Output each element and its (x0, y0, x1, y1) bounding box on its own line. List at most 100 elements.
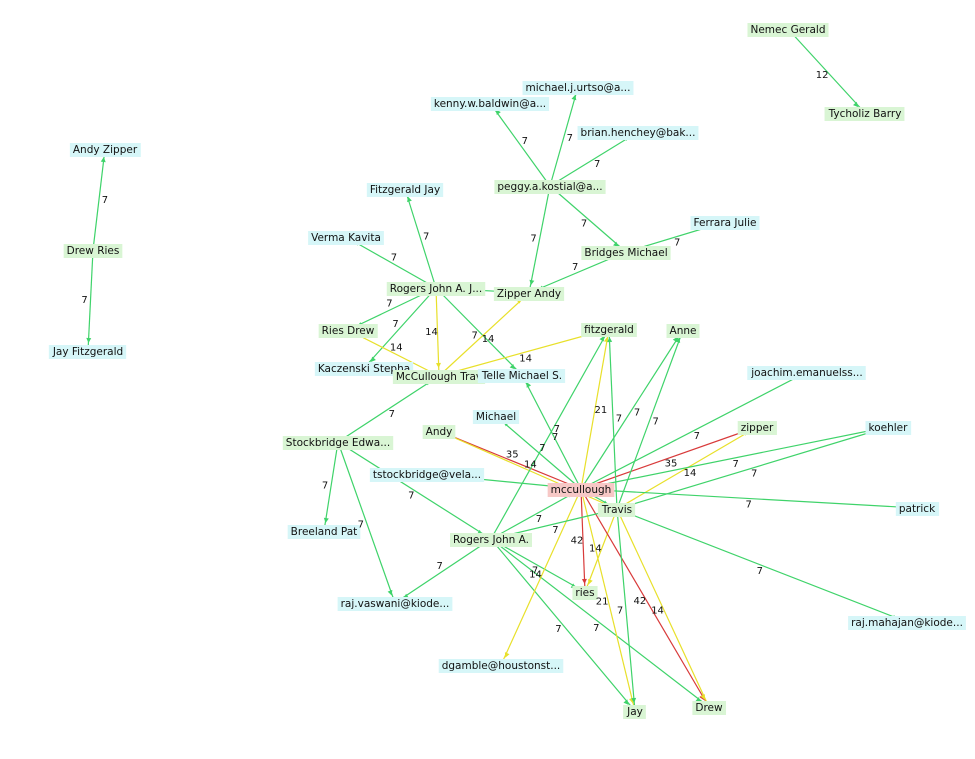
node-koehler[interactable]: koehler (865, 421, 912, 435)
node-anne[interactable]: Anne (666, 324, 700, 338)
node-bridges[interactable]: Bridges Michael (581, 246, 671, 260)
edge-arrowhead (529, 279, 535, 286)
node-zipperandy[interactable]: Zipper Andy (493, 287, 565, 301)
edge-stockbridge-mccullough_trav (337, 375, 440, 443)
node-breeland[interactable]: Breeland Pat (287, 525, 361, 539)
edge-travis-anne (616, 329, 684, 510)
node-drew[interactable]: Drew (692, 701, 727, 715)
node-fitzjay[interactable]: Fitzgerald Jay (366, 183, 444, 197)
edge-arrowhead (100, 156, 106, 163)
node-mahajan[interactable]: raj.mahajan@kiode... (848, 616, 966, 630)
node-baldwin[interactable]: kenny.w.baldwin@a... (430, 97, 550, 111)
node-nemec[interactable]: Nemec Gerald (747, 23, 829, 37)
node-andy[interactable]: Andy (422, 425, 456, 439)
node-label: ries (575, 587, 594, 599)
node-background (692, 701, 727, 715)
node-tycholiz[interactable]: Tycholiz Barry (824, 107, 905, 121)
node-joachim[interactable]: joachim.emanuelss... (747, 366, 866, 380)
node-background (369, 468, 485, 482)
node-mccullough_trav[interactable]: McCullough Trav (392, 370, 486, 384)
node-zipper[interactable]: zipper (737, 421, 777, 435)
node-kostial[interactable]: peggy.a.kostial@a... (494, 180, 606, 194)
edge-mccullough-anne (580, 329, 684, 490)
edge-weight-label: 7 (694, 431, 700, 442)
node-kaczenski[interactable]: Kaczenski Stepha (314, 362, 414, 376)
node-jay[interactable]: Jay (623, 705, 646, 719)
edge-drewries-jayfitz (87, 249, 94, 352)
node-stockbridge[interactable]: Stockbridge Edwa... (282, 436, 394, 450)
node-telle[interactable]: Telle Michael S. (477, 369, 566, 383)
edge-stockbridge-rogers (337, 441, 492, 540)
edge-weight-label: 7 (322, 481, 328, 492)
node-label: Stockbridge Edwa... (286, 437, 390, 449)
node-label: Telle Michael S. (481, 370, 562, 382)
node-background (547, 483, 615, 497)
node-background (493, 287, 565, 301)
node-background (824, 107, 905, 121)
node-vaswani[interactable]: raj.vaswani@kiode... (337, 597, 453, 611)
node-verma[interactable]: Verma Kavita (308, 231, 384, 245)
node-label: zipper (741, 422, 774, 434)
edge-weight-label: 14 (524, 460, 537, 471)
node-ferrara[interactable]: Ferrara Julie (690, 216, 760, 230)
node-label: raj.vaswani@kiode... (341, 598, 450, 610)
node-label: raj.mahajan@kiode... (851, 617, 963, 629)
edge-weight-label: 7 (389, 409, 395, 420)
node-background (572, 586, 598, 600)
node-drewries[interactable]: Drew Ries (63, 244, 123, 258)
edge-weight-label: 7 (674, 238, 680, 249)
node-label: Rogers John A. J... (390, 283, 482, 295)
node-background (314, 362, 414, 376)
node-andyzipper[interactable]: Andy Zipper (69, 143, 141, 157)
edge-mccullough-zipper (580, 426, 758, 490)
node-fitzgerald[interactable]: fitzgerald (581, 323, 637, 337)
edge-weight-label: 14 (425, 327, 438, 338)
node-label: brian.henchey@bak... (581, 127, 696, 139)
node-riesdrew[interactable]: Ries Drew (318, 324, 378, 338)
node-background (438, 659, 564, 673)
edge-weight-label: 7 (554, 424, 560, 435)
node-label: Kaczenski Stepha (318, 363, 410, 375)
node-patrick[interactable]: patrick (895, 502, 940, 516)
node-travis[interactable]: Travis (597, 503, 636, 517)
node-henchey[interactable]: brian.henchey@bak... (577, 126, 699, 140)
node-label: patrick (899, 503, 936, 515)
node-label: dgamble@houstonst... (442, 660, 561, 672)
node-label: Bridges Michael (584, 247, 667, 259)
edge-rogers-drew (490, 538, 710, 708)
node-background (318, 324, 378, 338)
node-label: Jay (626, 706, 643, 718)
node-label: Anne (670, 325, 697, 337)
node-label: Andy Zipper (73, 144, 138, 156)
node-dgamble[interactable]: dgamble@houstonst... (438, 659, 564, 673)
node-urtso[interactable]: michael.j.urtso@a... (522, 81, 634, 95)
node-jayfitz[interactable]: Jay Fitzgerald (48, 345, 127, 359)
edge-weight-label: 14 (390, 343, 403, 354)
node-label: Michael (476, 411, 516, 423)
node-label: Andy (426, 426, 453, 438)
node-background (366, 183, 444, 197)
edge-weight-label: 21 (595, 405, 608, 416)
node-label: Jay Fitzgerald (52, 346, 123, 358)
edge-arrowhead (695, 697, 702, 703)
node-ries[interactable]: ries (572, 586, 598, 600)
node-mccullough[interactable]: mccullough (547, 483, 615, 497)
node-background (69, 143, 141, 157)
node-background (581, 246, 671, 260)
node-background (747, 23, 829, 37)
edge-kostial-baldwin (489, 102, 551, 187)
node-tstockbridge[interactable]: tstockbridge@vela... (369, 468, 485, 482)
edge-weight-label: 7 (593, 623, 599, 634)
edge-mccullough-michael (495, 415, 582, 490)
node-rogersj[interactable]: Rogers John A. J... (386, 282, 486, 296)
node-rogers[interactable]: Rogers John A. (449, 533, 533, 547)
edge-arrowhead (700, 694, 705, 700)
node-michael[interactable]: Michael (472, 410, 520, 424)
node-background (522, 81, 634, 95)
node-background (337, 597, 453, 611)
edge-arrowhead (435, 362, 441, 369)
edge-rogersj-kaczenski (363, 287, 437, 369)
edge-kostial-bridges (549, 185, 627, 253)
edge-arrowhead (603, 336, 609, 343)
